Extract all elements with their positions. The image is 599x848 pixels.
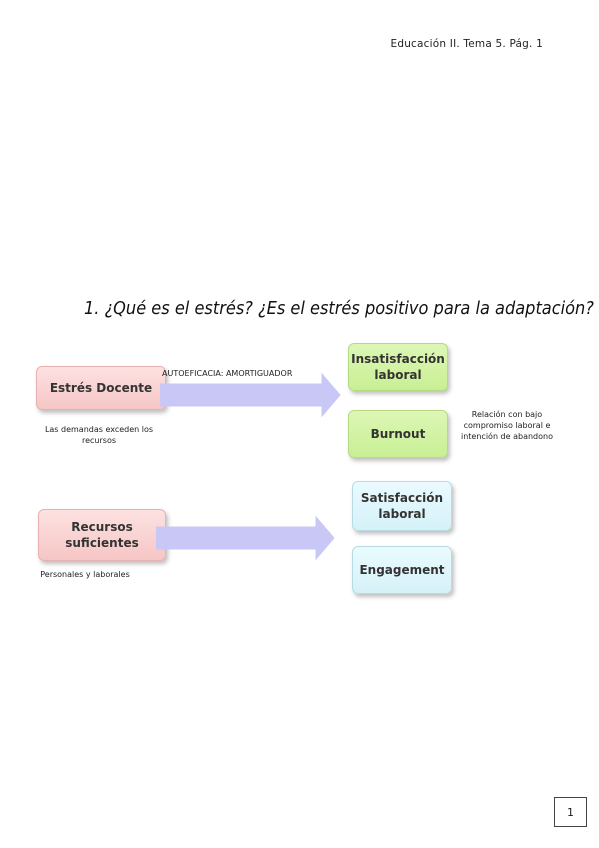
burnout-label: Burnout bbox=[370, 426, 426, 441]
satisfaction-box: Satisfacción laboral bbox=[352, 481, 452, 531]
insatisfaction-label: Insatisfacción laboral bbox=[351, 351, 445, 382]
resources-box: Recursos suficientes bbox=[38, 509, 166, 561]
stress-teacher-caption: Las demandas exceden los recursos bbox=[44, 425, 154, 445]
top-arrow bbox=[160, 372, 341, 418]
page-number: 1 bbox=[554, 797, 587, 827]
section-title: 1. ¿Qué es el estrés? ¿Es el estrés posi… bbox=[84, 298, 594, 319]
satisfaction-label: Satisfacción laboral bbox=[360, 490, 444, 521]
resources-caption: Personales y laborales bbox=[40, 570, 130, 579]
resources-label: Recursos suficientes bbox=[65, 519, 139, 550]
engagement-label: Engagement bbox=[359, 562, 445, 577]
bottom-arrow bbox=[156, 515, 335, 561]
burnout-box: Burnout bbox=[348, 410, 448, 458]
top-arrow-label: AUTOEFICACIA: AMORTIGUADOR bbox=[162, 369, 293, 378]
stress-teacher-label: Estrés Docente bbox=[49, 380, 153, 395]
engagement-box: Engagement bbox=[352, 546, 452, 594]
page-header: Educación II. Tema 5. Pág. 1 bbox=[390, 38, 543, 50]
stress-teacher-box: Estrés Docente bbox=[36, 366, 166, 410]
bottom-arrow-shape bbox=[156, 515, 335, 561]
top-arrow-shape bbox=[160, 372, 341, 418]
burnout-caption: Relación con bajo compromiso laboral e i… bbox=[461, 410, 553, 441]
insatisfaction-box: Insatisfacción laboral bbox=[348, 343, 448, 391]
